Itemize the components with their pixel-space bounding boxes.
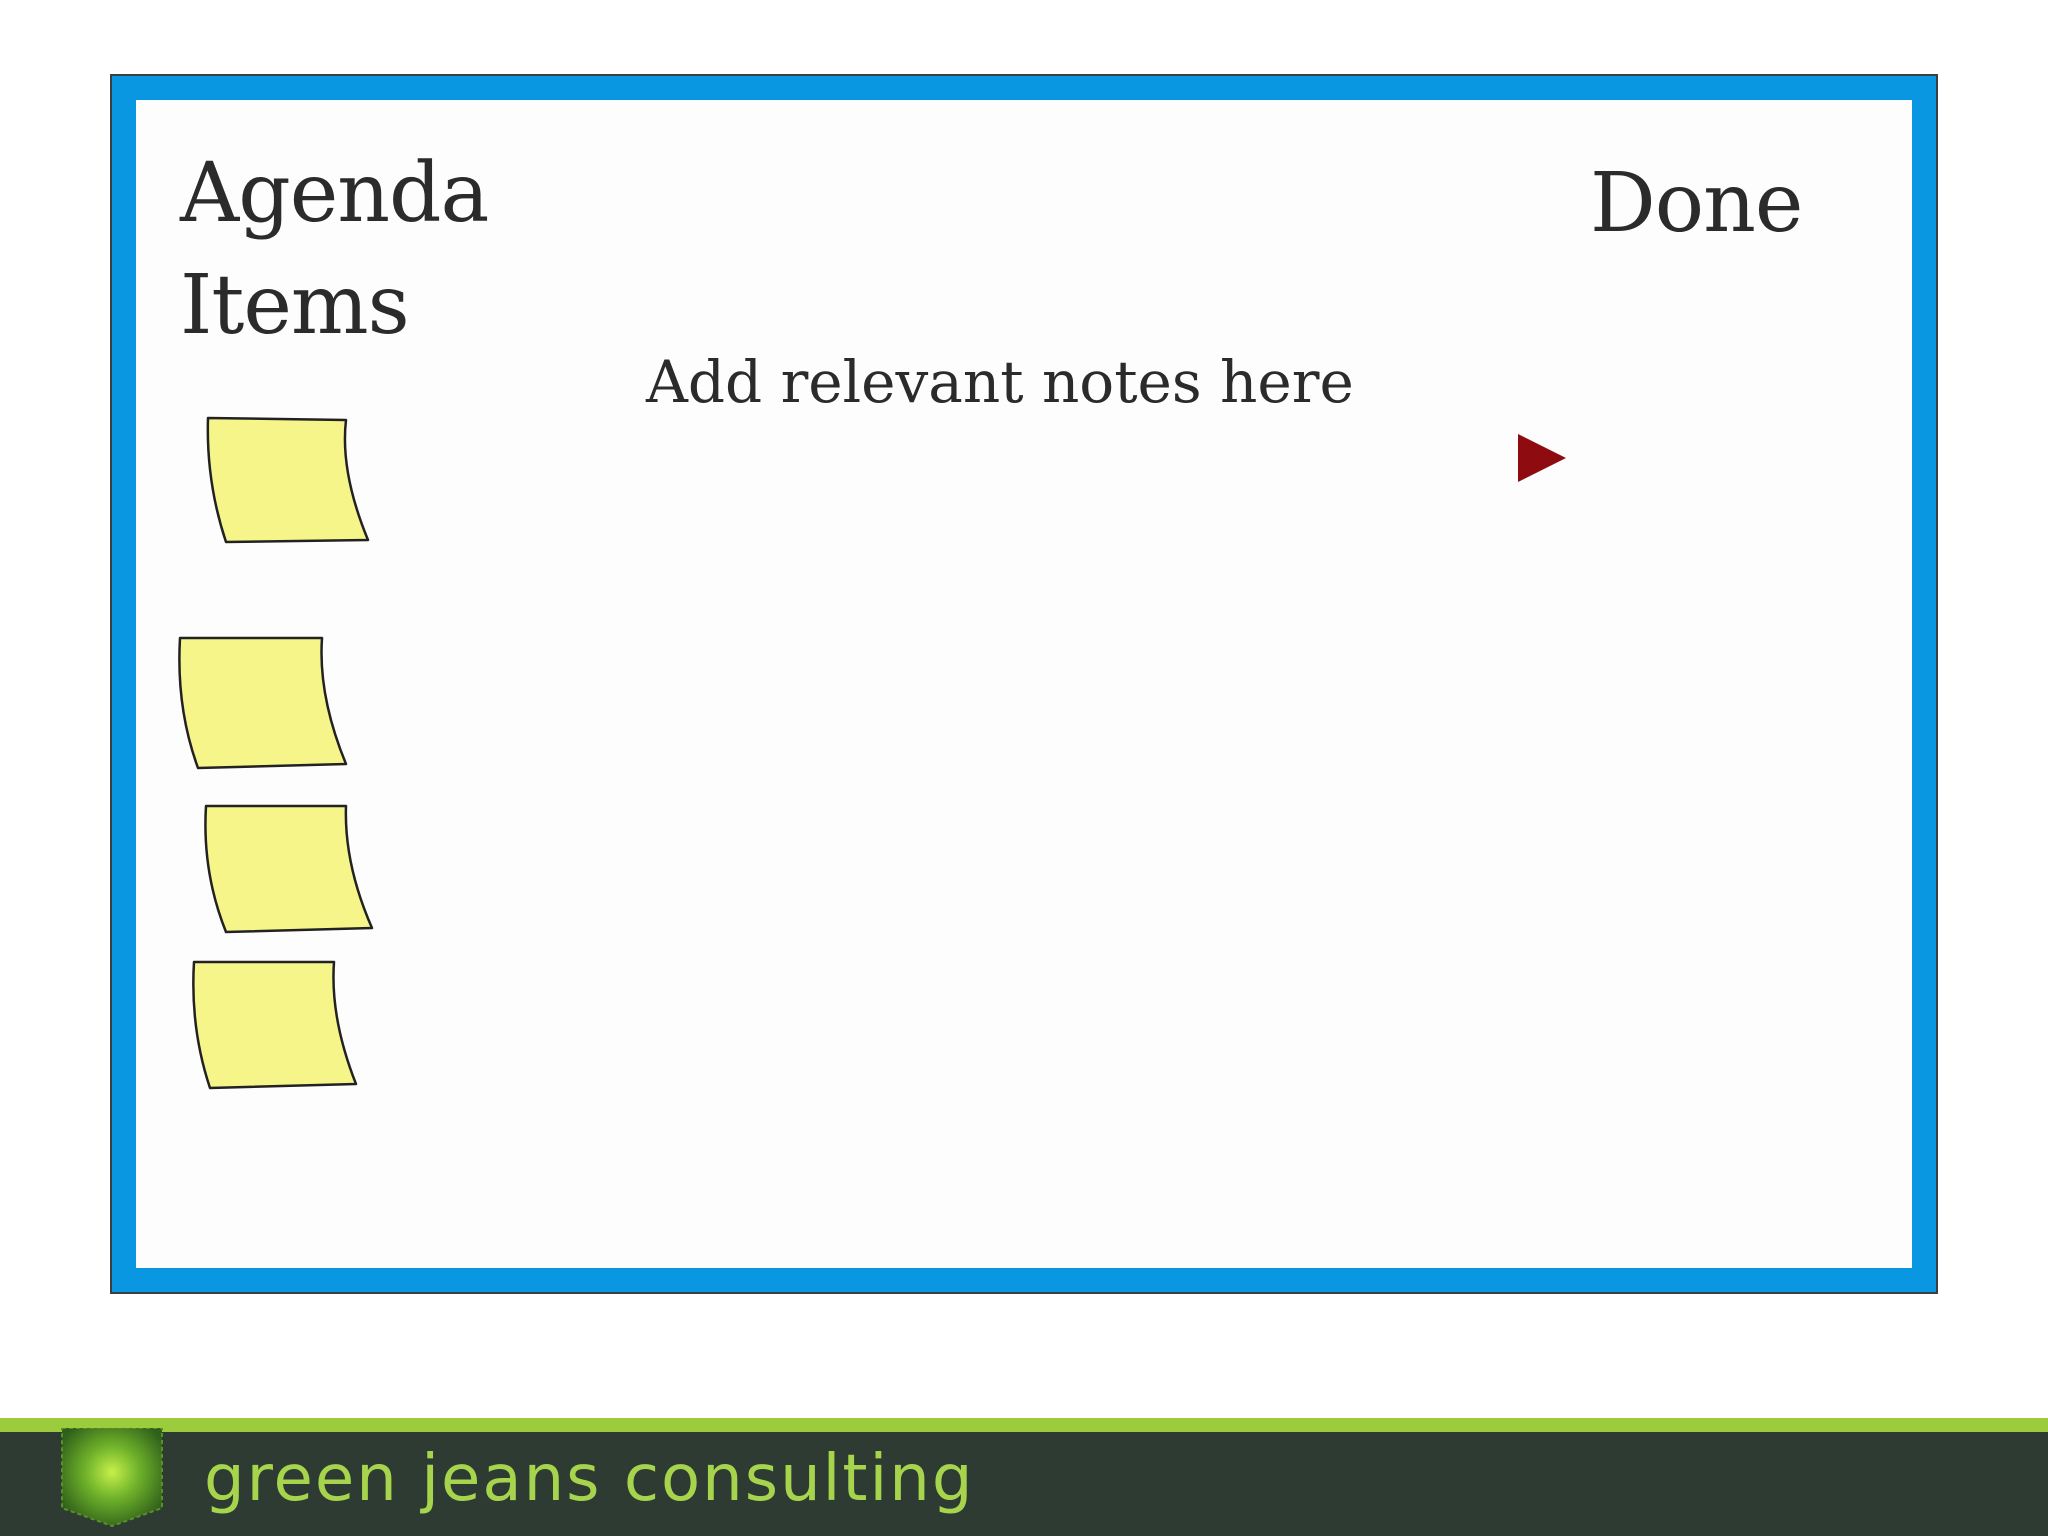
sticky-note-3[interactable]	[200, 802, 376, 936]
right-arrow-icon	[439, 434, 1566, 482]
whiteboard-frame	[112, 76, 1936, 1292]
sticky-note-2[interactable]	[174, 634, 350, 772]
done-heading: Done	[1590, 156, 1803, 251]
sticky-note-4[interactable]	[188, 958, 364, 1092]
agenda-items-heading: Agenda Items	[180, 146, 489, 353]
sticky-note-1[interactable]	[200, 412, 376, 548]
footer-bar	[0, 1418, 2048, 1536]
notes-label: Add relevant notes here	[646, 348, 1354, 416]
footer-stripe	[0, 1418, 2048, 1432]
brand-name: green jeans consulting	[204, 1442, 975, 1516]
green-pocket-logo-icon	[61, 1428, 163, 1528]
